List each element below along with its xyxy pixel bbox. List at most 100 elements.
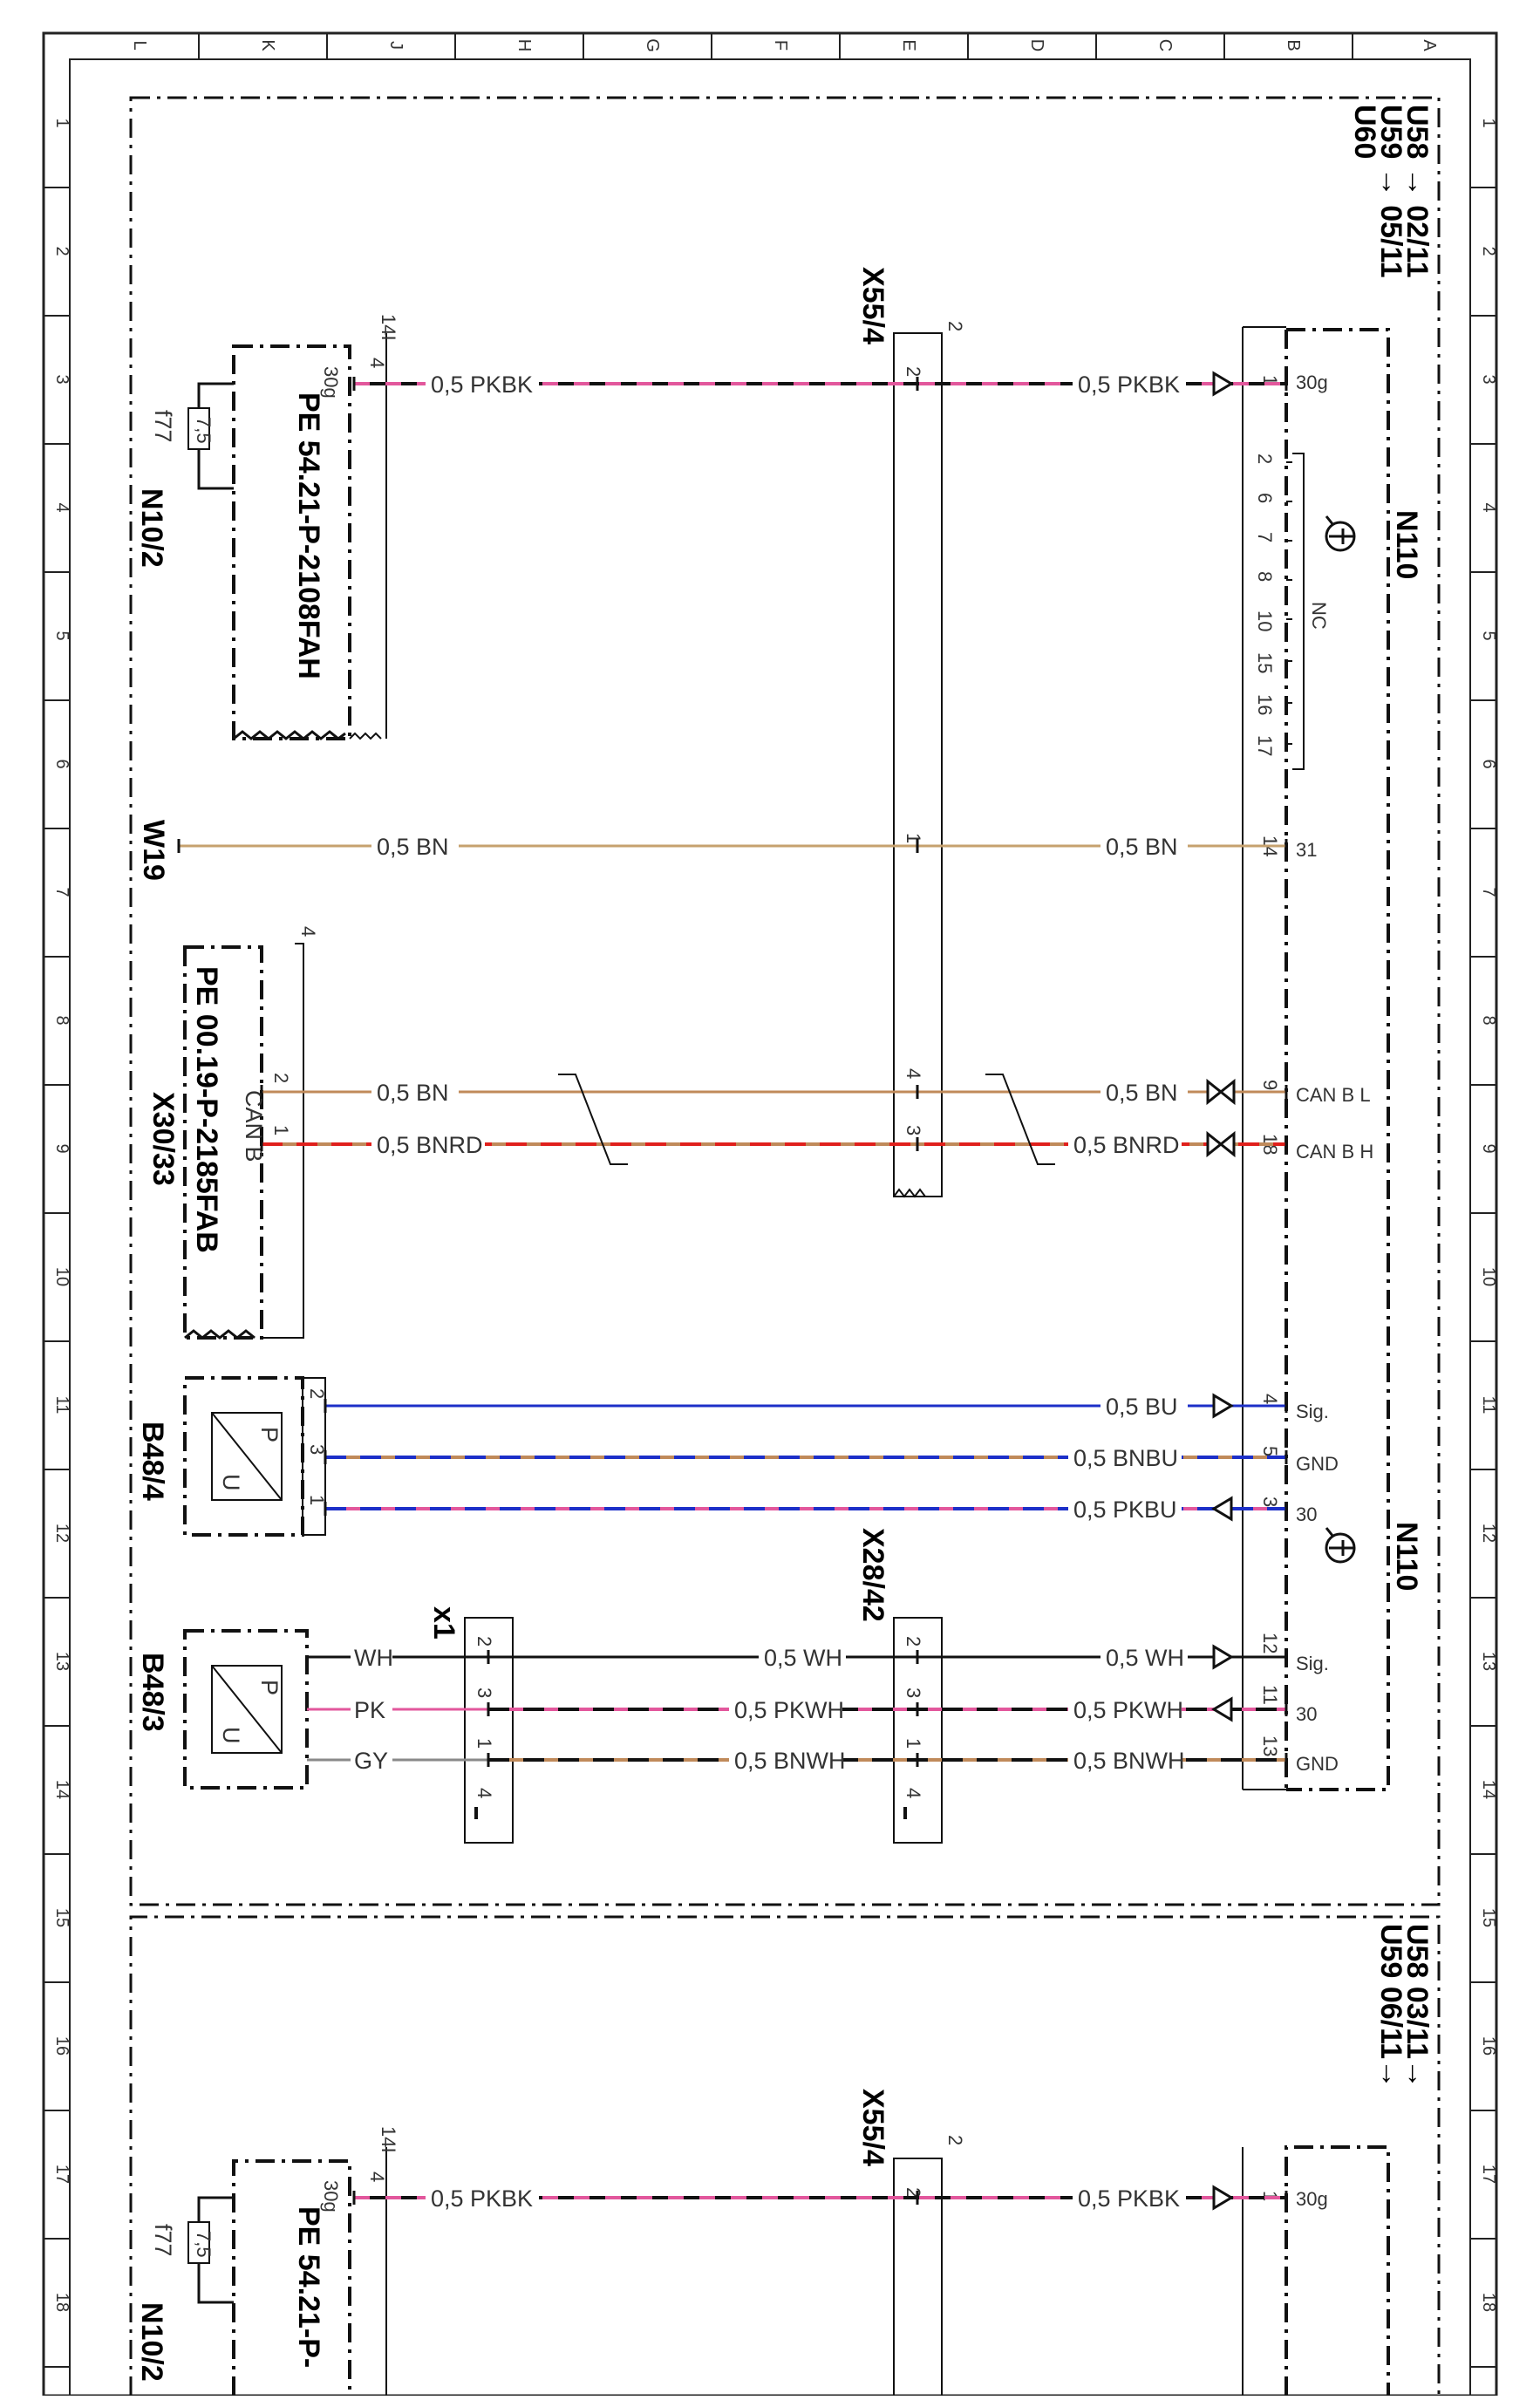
sensor-u: U	[218, 1727, 244, 1744]
n110-pin-31: 31	[1296, 839, 1317, 861]
pin-number: 7	[1254, 532, 1276, 542]
n110-body-ends	[1243, 326, 1286, 1790]
wire-label: 0,5 PKBK	[431, 2185, 533, 2212]
pin-number: 8	[1254, 571, 1276, 582]
row-label: 2	[52, 246, 72, 256]
n10-2-label: N10/2	[135, 488, 168, 568]
fuse-rating: 7,5	[193, 2231, 215, 2258]
column-letters: L K J H G F E D C B A	[130, 38, 1439, 52]
pin-number: 4	[366, 2172, 388, 2182]
transistor-icon	[1325, 515, 1356, 552]
wire-label: 0,5 BN	[377, 834, 449, 860]
row-label: 18	[52, 2293, 72, 2312]
pe-reference-link[interactable]: PE 54.21-P-2108FAH	[292, 392, 325, 679]
pin-number: 14I	[378, 314, 399, 341]
row-label: 13	[1479, 1652, 1498, 1671]
pin-number: 1	[270, 1125, 292, 1135]
pin-number: 10	[1254, 610, 1276, 631]
wire-label: 0,5 PKBK	[1078, 372, 1180, 398]
pin-number: 5	[1259, 1446, 1281, 1456]
wire-label: 0,5 BN	[377, 1080, 449, 1106]
wire-label: 0,5 PKBK	[1078, 2185, 1180, 2212]
n110-pin-30: 30	[1296, 1703, 1317, 1725]
x55-4-label-lower: X55/4	[856, 2089, 889, 2166]
row-label: 16	[1479, 2036, 1498, 2056]
transistor-icon	[1325, 1527, 1356, 1564]
pin-mark	[474, 1807, 478, 1819]
row-label: 9	[1479, 1143, 1498, 1153]
x1-pins: 2 3 1 4	[474, 1636, 495, 1798]
pin-number: 2	[474, 1636, 495, 1647]
validity-u58: U58 → 02/11	[1400, 105, 1434, 277]
row-label: 3	[1479, 374, 1498, 384]
pe-reference-link[interactable]: PE 00.19-P-2185FAB	[190, 966, 223, 1253]
n110-label: N110	[1390, 510, 1423, 579]
signal-arrows	[1206, 371, 1236, 2211]
pin-number: 1	[903, 833, 924, 843]
row-label: 4	[1479, 502, 1498, 512]
col-label: B	[1284, 39, 1303, 51]
row-label: 1	[52, 118, 72, 127]
pin-number: 17	[1254, 735, 1276, 756]
row-label: 4	[52, 502, 72, 512]
b48-4-sensor	[183, 1376, 304, 1537]
col-label: L	[130, 40, 149, 50]
wire-label: 0,5 PKBU	[1073, 1497, 1177, 1523]
pin-number: 4	[903, 1788, 924, 1798]
n10-2-module-lower	[232, 2159, 351, 2396]
row-label: 15	[1479, 1908, 1498, 1927]
row-label: 18	[1479, 2293, 1498, 2312]
row-label: 11	[1479, 1396, 1498, 1415]
n10-2-connector-14i	[349, 333, 387, 740]
f77-label: f77	[150, 410, 176, 443]
fuse-rating: 7,5	[193, 417, 215, 444]
n110-label-lower-part: N110	[1390, 1522, 1423, 1591]
pin-number: 2	[944, 321, 966, 331]
row-label: 17	[1479, 2165, 1498, 2184]
row-label: 1	[1479, 118, 1498, 127]
validity-u59: U59 → 05/11	[1374, 105, 1407, 277]
pin-number: 16	[1254, 694, 1276, 715]
pin-number: 1	[903, 1738, 924, 1749]
row-label: 7	[52, 887, 72, 897]
row-label: 6	[1479, 759, 1498, 768]
wire-label: 0,5 PKWH	[1073, 1697, 1183, 1723]
col-label: F	[771, 40, 790, 51]
n110-nc-pins: 2 6 7 8 10 15 16 17	[1254, 453, 1276, 756]
n10-2-label-lower: N10/2	[135, 2302, 168, 2382]
n110-pin-gnd: GND	[1296, 1753, 1339, 1775]
wire-label: 0,5 BNRD	[1073, 1132, 1180, 1158]
row-label: 12	[1479, 1524, 1498, 1543]
wire-label: 0,5 PKWH	[734, 1697, 844, 1723]
wire-label: 0,5 BNWH	[1073, 1748, 1185, 1774]
variant-section-lower	[129, 1915, 1441, 2396]
row-label: 7	[1479, 887, 1498, 897]
pin-number: 4	[474, 1788, 495, 1798]
b48-4-pins: 2 3 1	[306, 1388, 328, 1505]
wire-label: GY	[354, 1748, 388, 1774]
n110-pin-sig: Sig.	[1296, 1653, 1329, 1674]
variant-section-upper	[129, 96, 1441, 1906]
col-label: A	[1420, 39, 1439, 51]
row-label: 10	[1479, 1267, 1498, 1286]
n110-pin-can-l: CAN B L	[1296, 1084, 1371, 1106]
pin-number: 4	[903, 1068, 924, 1079]
b48-4-connector	[302, 1377, 326, 1536]
row-label: 2	[1479, 246, 1498, 256]
f77-fuse-lower	[187, 2196, 234, 2304]
module-break	[184, 1329, 256, 1340]
n10-2-module	[232, 344, 351, 740]
twisted-pair-mark	[985, 1074, 1055, 1165]
arrow-in-icon	[1212, 1644, 1234, 1670]
pin-number: 3	[306, 1444, 328, 1455]
pin-number: 2	[306, 1388, 328, 1399]
pin-number: 12	[1259, 1633, 1281, 1653]
col-label: D	[1027, 39, 1046, 51]
wire-label: PK	[354, 1697, 385, 1723]
f77-fuse	[187, 382, 234, 490]
pin-number: 15	[1254, 652, 1276, 673]
pe-reference-link[interactable]: PE 54.21-P-	[292, 2206, 325, 2368]
x30-33-connector	[262, 943, 304, 1339]
n110-boundary-lower	[1284, 2145, 1390, 2396]
